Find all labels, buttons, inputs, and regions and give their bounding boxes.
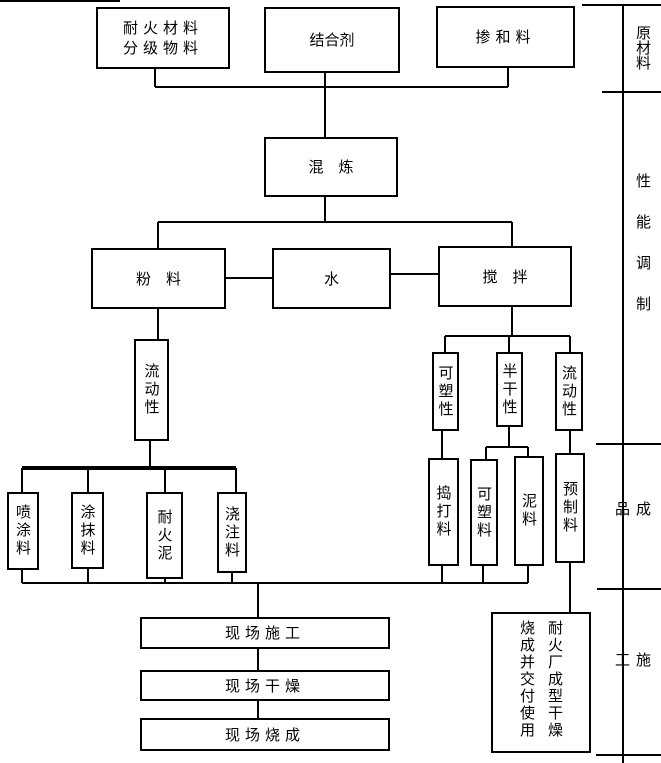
factory-line-1: 耐火厂成型干燥 <box>546 620 564 739</box>
mixing-box: 混 炼 <box>264 137 398 197</box>
stage-label-product: 成品 <box>613 500 652 542</box>
factory-line-2: 烧成并交付使用 <box>518 620 536 739</box>
onsite-construction-box: 现场施工 <box>140 617 390 649</box>
precast-material-box: 预制料 <box>555 453 585 563</box>
plastic-material-box: 可塑料 <box>470 459 498 566</box>
castable-box: 浇注料 <box>217 492 247 573</box>
gunning-material-box: 喷涂料 <box>7 492 39 570</box>
fluidity-right-box: 流动性 <box>555 352 583 431</box>
water-box: 水 <box>272 248 391 309</box>
mud-material-box: 泥料 <box>514 456 544 566</box>
factory-forming-box: 耐火厂成型干燥 烧成并交付使用 <box>491 612 591 753</box>
stage-label-construction: 施工 <box>613 651 652 707</box>
stirring-box: 搅 拌 <box>438 246 572 307</box>
refractory-mortar-box: 耐火泥 <box>146 492 183 579</box>
ramming-material-box: 捣打料 <box>428 458 459 566</box>
semi-dry-box: 半干性 <box>496 352 523 427</box>
additive-box: 掺和料 <box>436 6 575 68</box>
onsite-firing-box: 现场烧成 <box>140 718 390 751</box>
stage-label-raw-materials: 原材料 <box>634 24 652 70</box>
stage-label-performance: 性能调制 <box>634 173 652 337</box>
refractory-graded-materials-box: 耐火材料 分级物料 <box>96 7 230 69</box>
plasticity-box: 可塑性 <box>432 352 459 431</box>
binder-box: 结合剂 <box>264 7 400 73</box>
powder-box: 粉 料 <box>91 248 226 309</box>
coating-material-box: 涂抹料 <box>71 492 104 569</box>
onsite-drying-box: 现场干燥 <box>140 670 390 701</box>
fluidity-box: 流动性 <box>134 339 169 441</box>
